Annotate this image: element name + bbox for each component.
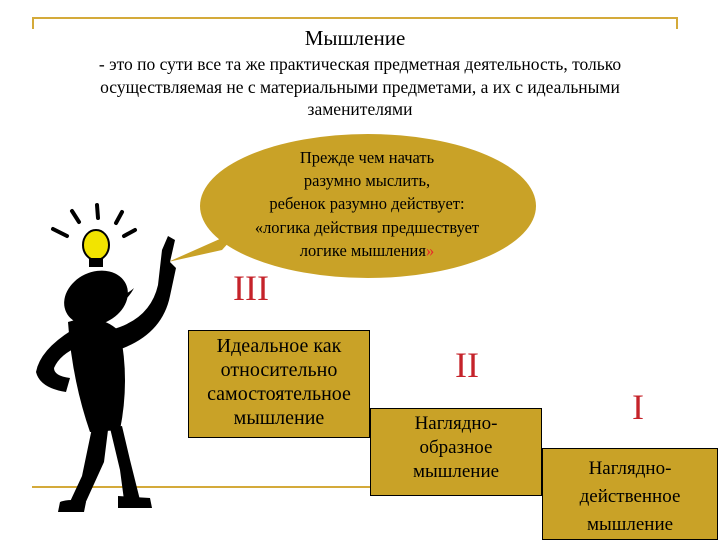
step-line: мышление — [233, 407, 325, 429]
step-visual-figurative-thinking: Наглядно- образное мышление — [370, 408, 542, 496]
frame-right-tick — [676, 17, 678, 29]
step-visual-action-thinking: Наглядно- действенное мышление — [542, 448, 718, 540]
frame-top-line — [32, 17, 678, 19]
bubble-line: разумно мыслить, — [303, 171, 431, 191]
step-line: мышление — [586, 514, 674, 535]
level-numeral-iii: III — [233, 268, 269, 308]
step-line: относительно — [220, 359, 338, 381]
level-numeral-ii: II — [455, 345, 479, 385]
frame-bottom-line — [32, 486, 422, 488]
step-line: Наглядно- — [588, 458, 672, 479]
step-line: самостоятельное — [207, 383, 351, 405]
bubble-line: логике мышления» — [222, 239, 512, 262]
slide-title: Мышление — [304, 26, 406, 50]
level-numeral-i: I — [632, 387, 644, 427]
definition-text: - это по сути все та же практическая пре… — [50, 53, 670, 121]
bubble-line: «логика действия предшествует — [254, 217, 480, 237]
step-ideal-thinking: Идеальное как относительно самостоятельн… — [188, 330, 370, 438]
closing-quote: » — [425, 240, 435, 260]
bubble-line: Прежде чем начать — [299, 148, 435, 167]
lightbulb-icon — [82, 229, 110, 267]
definition-line: осуществляемая не с материальными предме… — [100, 76, 620, 97]
step-line: мышление — [412, 461, 500, 482]
speech-bubble-body — [200, 134, 536, 278]
step-line: Наглядно- — [414, 413, 498, 434]
speech-bubble-text: Прежде чем начать разумно мыслить, ребен… — [222, 146, 512, 262]
step-line: действенное — [579, 486, 681, 507]
definition-line: - это по сути все та же практическая пре… — [98, 54, 622, 74]
bubble-last-line: логике мышления — [299, 240, 426, 260]
bulb-rays — [51, 203, 137, 238]
definition-line: заменителями — [307, 99, 413, 119]
frame-left-tick — [32, 17, 34, 29]
step-line: Идеальное как — [216, 335, 342, 357]
bubble-line: ребенок разумно действует: — [269, 194, 465, 214]
step-line: образное — [419, 437, 493, 458]
